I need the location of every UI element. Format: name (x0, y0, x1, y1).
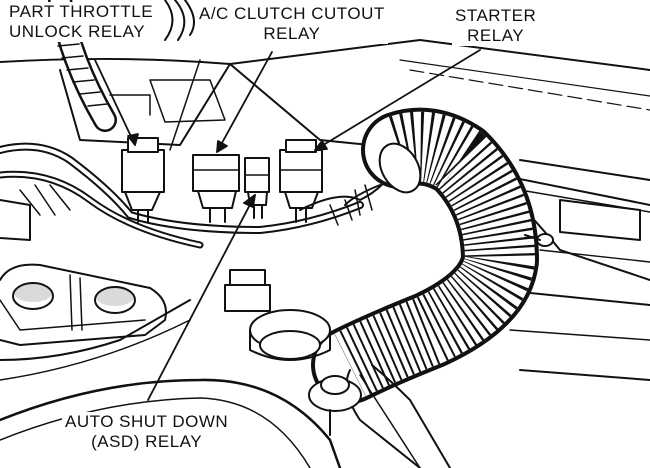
ac-clutch-cutout-relay (192, 154, 240, 223)
leader-part-throttle (94, 59, 136, 146)
arrow-starter (314, 140, 328, 151)
leader-lines (94, 49, 481, 401)
asd-relay (244, 157, 270, 219)
label-ac-clutch-cutout-relay: A/C CLUTCH CUTOUT RELAY (196, 4, 388, 44)
leader-ac-clutch (216, 51, 273, 153)
label-part-throttle-line2: UNLOCK RELAY (9, 22, 146, 41)
label-asd-line1: AUTO SHUT DOWN (65, 412, 229, 431)
label-part-throttle-unlock-relay: PART THROTTLE UNLOCK RELAY (6, 2, 157, 42)
label-part-throttle-line1: PART THROTTLE (9, 2, 154, 21)
arrow-part-throttle (127, 133, 139, 146)
label-starter-line2: RELAY (467, 26, 525, 45)
valve-cover (0, 263, 342, 468)
air-intake-hose (311, 107, 539, 468)
starter-relay (279, 139, 323, 223)
label-ac-clutch-line2: RELAY (263, 24, 321, 43)
label-starter-line1: STARTER (455, 6, 537, 25)
label-starter-relay: STARTER RELAY (452, 6, 540, 46)
part-throttle-unlock-relay (121, 137, 165, 223)
label-asd-line2: (ASD) RELAY (91, 432, 203, 451)
leader-starter (314, 49, 481, 151)
leader-asd (147, 194, 256, 401)
arrow-ac-clutch (216, 140, 228, 153)
throttle-body-parts (224, 233, 554, 436)
label-asd-relay: AUTO SHUT DOWN (ASD) RELAY (62, 412, 232, 452)
label-ac-clutch-line1: A/C CLUTCH CUTOUT (199, 4, 385, 23)
arrow-asd (243, 194, 256, 208)
